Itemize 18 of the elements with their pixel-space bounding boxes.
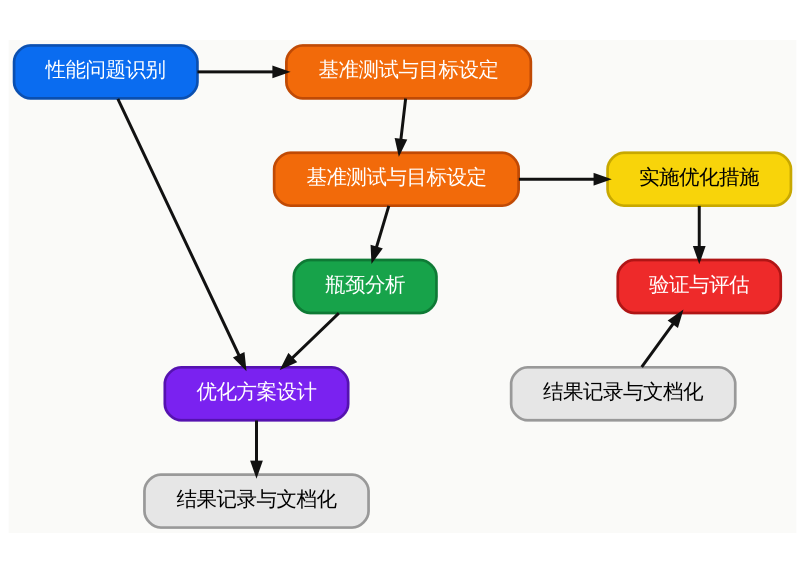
arrow: [280, 312, 340, 370]
arrow: [692, 205, 706, 264]
arrow: [116, 98, 246, 371]
arrow: [250, 420, 263, 478]
node-box: 基准测试与目标设定: [272, 150, 520, 207]
node-box: 性能问题识别: [12, 44, 199, 100]
arrow: [640, 309, 684, 368]
arrow: [370, 204, 390, 264]
arrow: [197, 65, 291, 78]
node-box: 验证与评估: [616, 258, 782, 314]
arrow: [394, 98, 408, 156]
node-box: 结果记录与文档化: [143, 472, 370, 528]
node-box: 实施优化措施: [606, 150, 792, 207]
arrow: [518, 172, 612, 186]
node-box: 结果记录与文档化: [510, 365, 737, 422]
node-box: 基准测试与目标设定: [285, 44, 532, 100]
node-box: 优化方案设计: [163, 365, 350, 422]
node-box: 瓶颈分析: [292, 258, 438, 314]
